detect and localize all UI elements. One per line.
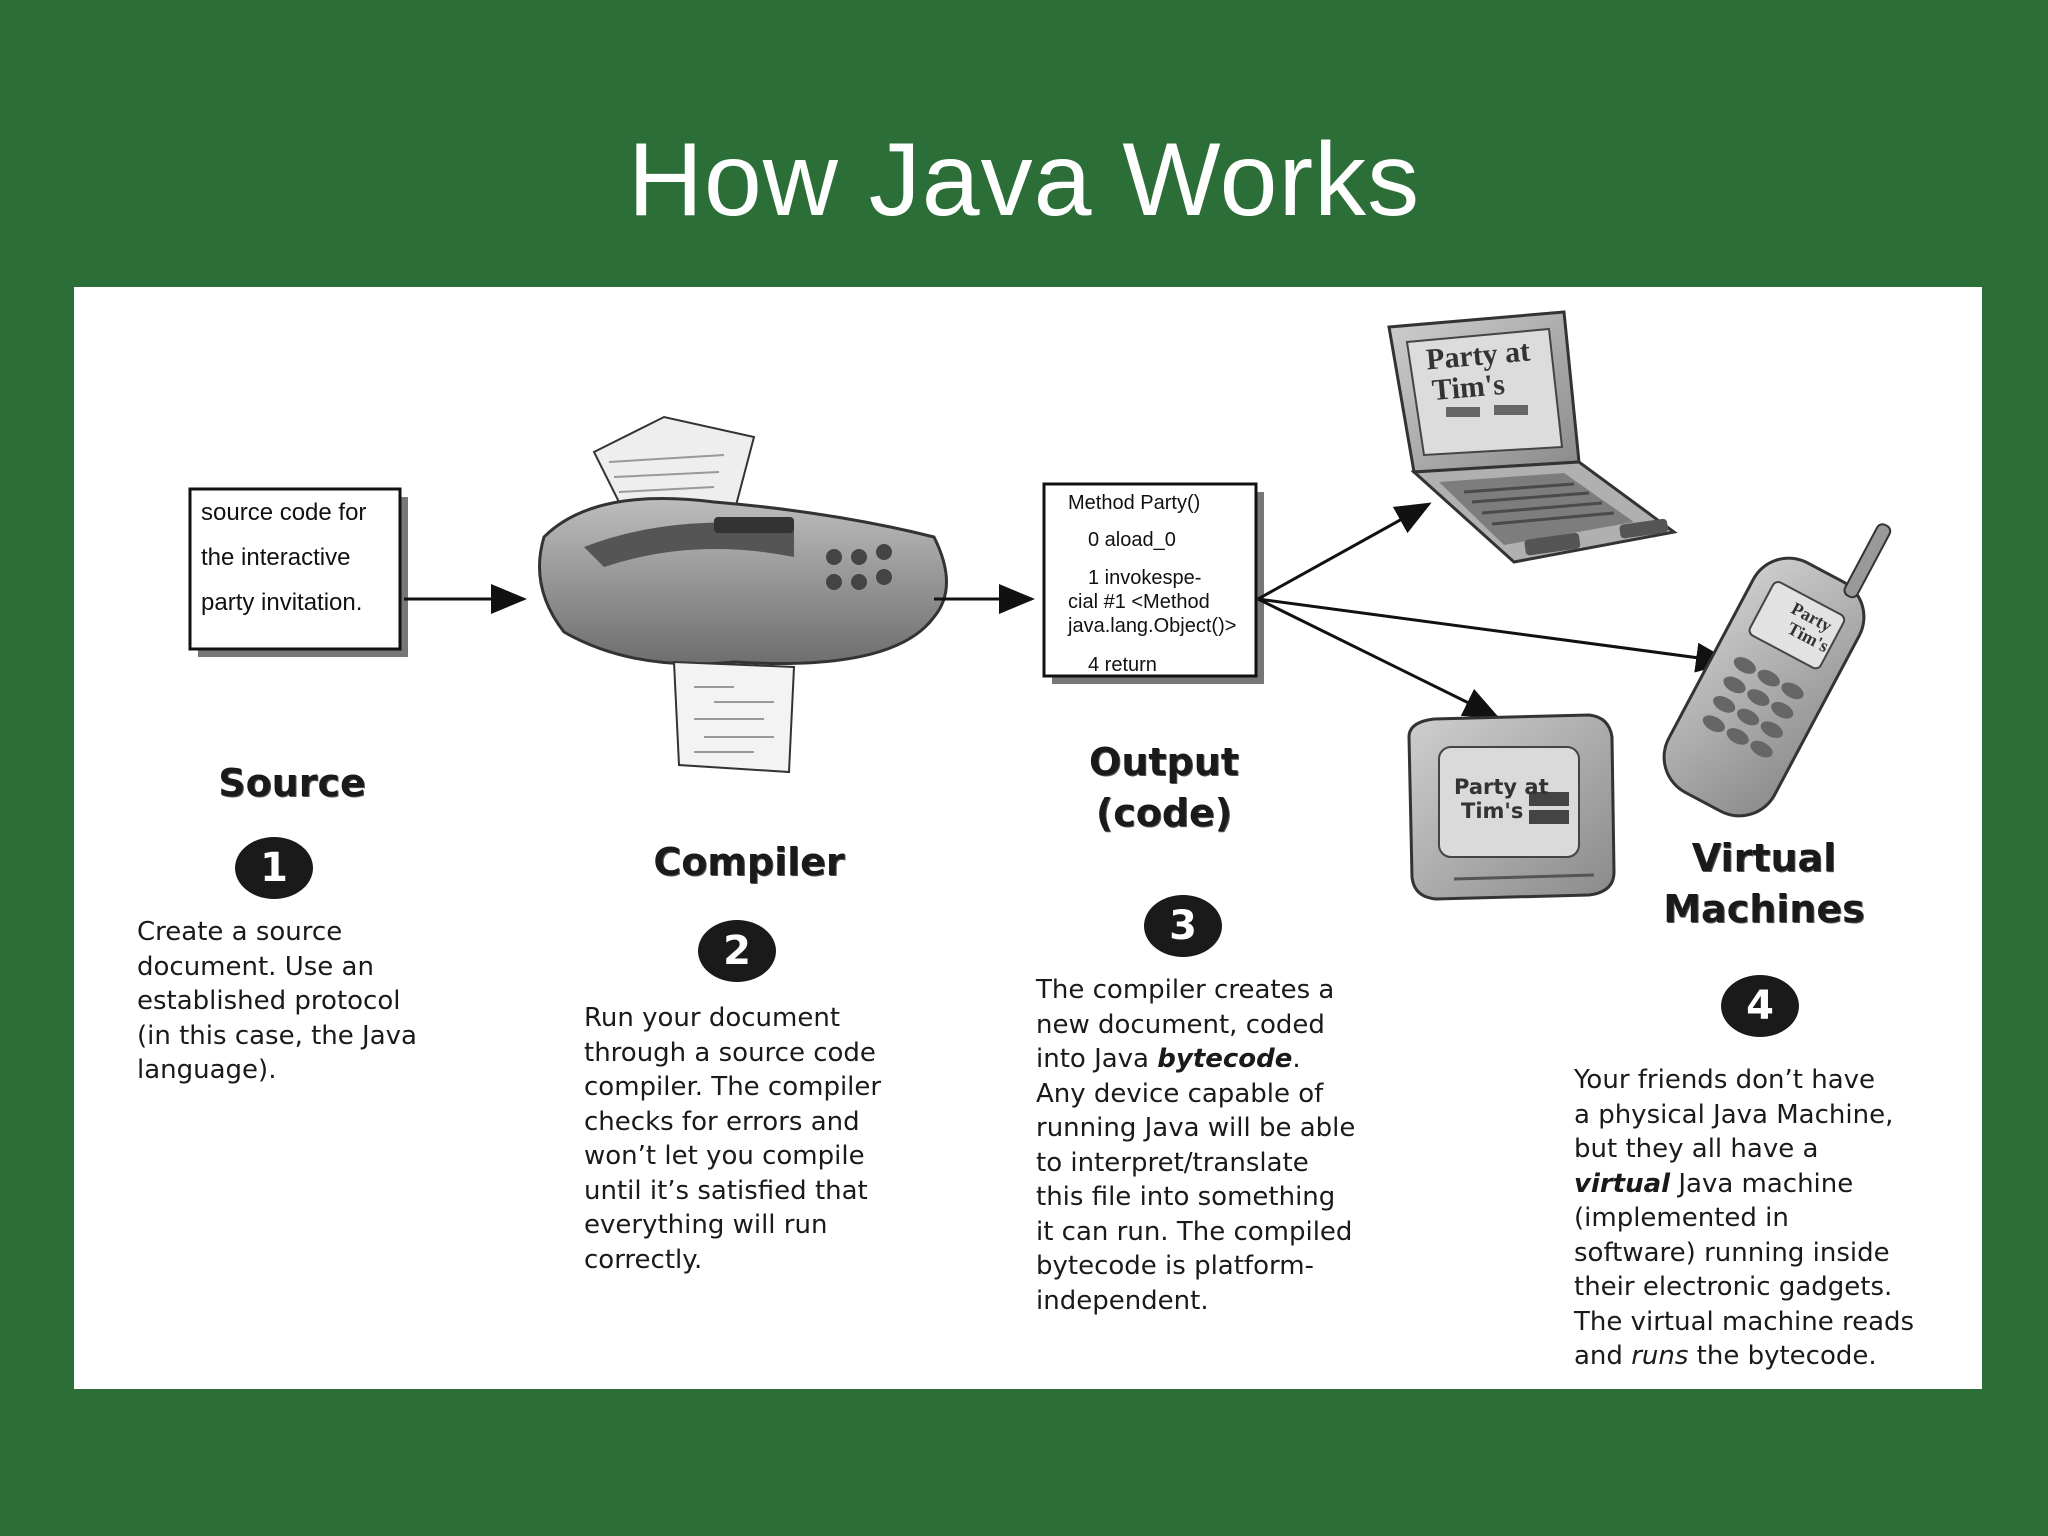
description-line: document. Use an <box>137 951 374 982</box>
source-box-line: party invitation. <box>201 589 363 616</box>
stage-label-line: Output <box>1089 740 1239 784</box>
description-line: a physical Java Machine, <box>1574 1099 1894 1130</box>
arrow-to-phone <box>1257 597 1732 673</box>
description-line: bytecode is platform- <box>1036 1251 1314 1281</box>
stage-label-output: Output (code) <box>1064 737 1264 840</box>
bytecode-line: cial #1 <Method <box>1068 591 1210 613</box>
description-line: it can run. The compiled <box>1036 1216 1353 1247</box>
source-document-box <box>188 487 408 657</box>
source-box-line: source code for <box>201 499 367 526</box>
description-line: The virtual machine reads <box>1574 1306 1915 1337</box>
slide-title: How Java Works <box>627 122 1421 238</box>
description-line: Any device capable of <box>1036 1078 1324 1109</box>
bytecode-box <box>1042 482 1264 684</box>
description-line: Create a source <box>137 917 343 947</box>
description-line: established protocol <box>137 986 401 1016</box>
runs-emphasis: runs <box>1631 1341 1689 1371</box>
description-line: (in this case, the Java <box>137 1020 417 1051</box>
step-badge-3: 3 <box>1144 895 1222 957</box>
laptop-illustration <box>1387 310 1678 564</box>
stage-label-line: Compiler <box>653 840 845 884</box>
description-line: new document, coded <box>1036 1009 1325 1040</box>
description-fragment: into Java <box>1036 1044 1158 1074</box>
description-line: correctly. <box>584 1244 703 1275</box>
step-badge-1: 1 <box>235 837 313 899</box>
stage-label-line: Source <box>218 761 366 805</box>
description-line: running Java will be able <box>1036 1113 1356 1143</box>
stage-label-source: Source <box>192 758 392 809</box>
stage-description-source: Create a source document. Use an establi… <box>137 915 417 1088</box>
laptop-screen-line: Tim's <box>1430 367 1507 408</box>
description-fragment: the bytecode. <box>1688 1341 1877 1371</box>
stage-label-line: Virtual <box>1691 836 1837 880</box>
description-line: language). <box>137 1055 277 1085</box>
bytecode-line: Method Party() <box>1068 492 1201 514</box>
description-line: software) running inside <box>1574 1237 1890 1268</box>
arrow-to-pager <box>1257 597 1500 719</box>
bytecode-line: 1 invokespe- <box>1088 567 1202 589</box>
description-line: independent. <box>1036 1285 1209 1316</box>
description-line: but they all have a <box>1574 1134 1819 1164</box>
description-line-runs: and runs the bytecode. <box>1574 1339 1914 1374</box>
stage-label-line: Machines <box>1663 887 1865 932</box>
description-line: checks for errors and <box>584 1106 860 1137</box>
arrow-to-laptop <box>1257 502 1432 601</box>
stage-description-compiler: Run your document through a source code … <box>584 1001 881 1277</box>
description-line: compiler. The compiler <box>584 1072 882 1102</box>
bytecode-line: java.lang.Object()> <box>1068 615 1237 637</box>
stage-label-virtual-machines: Virtual Machines <box>1654 833 1874 936</box>
description-line-bytecode: into Java bytecode. <box>1036 1042 1355 1077</box>
step-badge-4: 4 <box>1721 975 1799 1037</box>
step-badge-2: 2 <box>698 920 776 982</box>
description-fragment: Java machine <box>1670 1168 1854 1199</box>
pager-illustration <box>1407 713 1616 901</box>
description-line: until it’s satisfied that <box>584 1175 868 1206</box>
bytecode-line: 4 return <box>1088 654 1157 676</box>
diagram-panel: source code for the interactive party in… <box>74 287 1982 1389</box>
stage-description-virtual-machines: Your friends don’t have a physical Java … <box>1574 1063 1914 1374</box>
description-fragment: . <box>1292 1044 1301 1074</box>
source-box-line: the interactive <box>201 544 351 571</box>
description-line: through a source code <box>584 1037 876 1068</box>
description-line: The compiler creates a <box>1036 975 1335 1005</box>
description-line: (implemented in <box>1574 1203 1789 1233</box>
stage-label-line: (code) <box>1095 791 1233 836</box>
description-line: Run your document <box>584 1003 841 1033</box>
diagram-artwork <box>188 310 1892 901</box>
cell-phone-illustration <box>1662 523 1892 818</box>
description-line: to interpret/translate <box>1036 1147 1309 1178</box>
stage-description-output: The compiler creates a new document, cod… <box>1036 973 1355 1318</box>
description-line: Your friends don’t have <box>1574 1065 1876 1095</box>
virtual-emphasis: virtual <box>1574 1168 1671 1199</box>
bytecode-line: 0 aload_0 <box>1088 529 1176 551</box>
stage-label-compiler: Compiler <box>639 837 859 888</box>
description-line: this file into something <box>1036 1182 1336 1212</box>
description-line: their electronic gadgets. <box>1574 1272 1893 1302</box>
pager-screen-line: Party at <box>1454 775 1549 799</box>
bytecode-emphasis: bytecode <box>1157 1044 1293 1074</box>
compiler-machine-illustration <box>538 415 948 774</box>
pager-screen-line: Tim's <box>1461 799 1524 823</box>
description-line-virtual: virtual Java machine <box>1574 1167 1914 1202</box>
description-line: won’t let you compile <box>584 1141 865 1171</box>
description-line: everything will run <box>584 1210 828 1240</box>
description-fragment: and <box>1574 1341 1632 1371</box>
